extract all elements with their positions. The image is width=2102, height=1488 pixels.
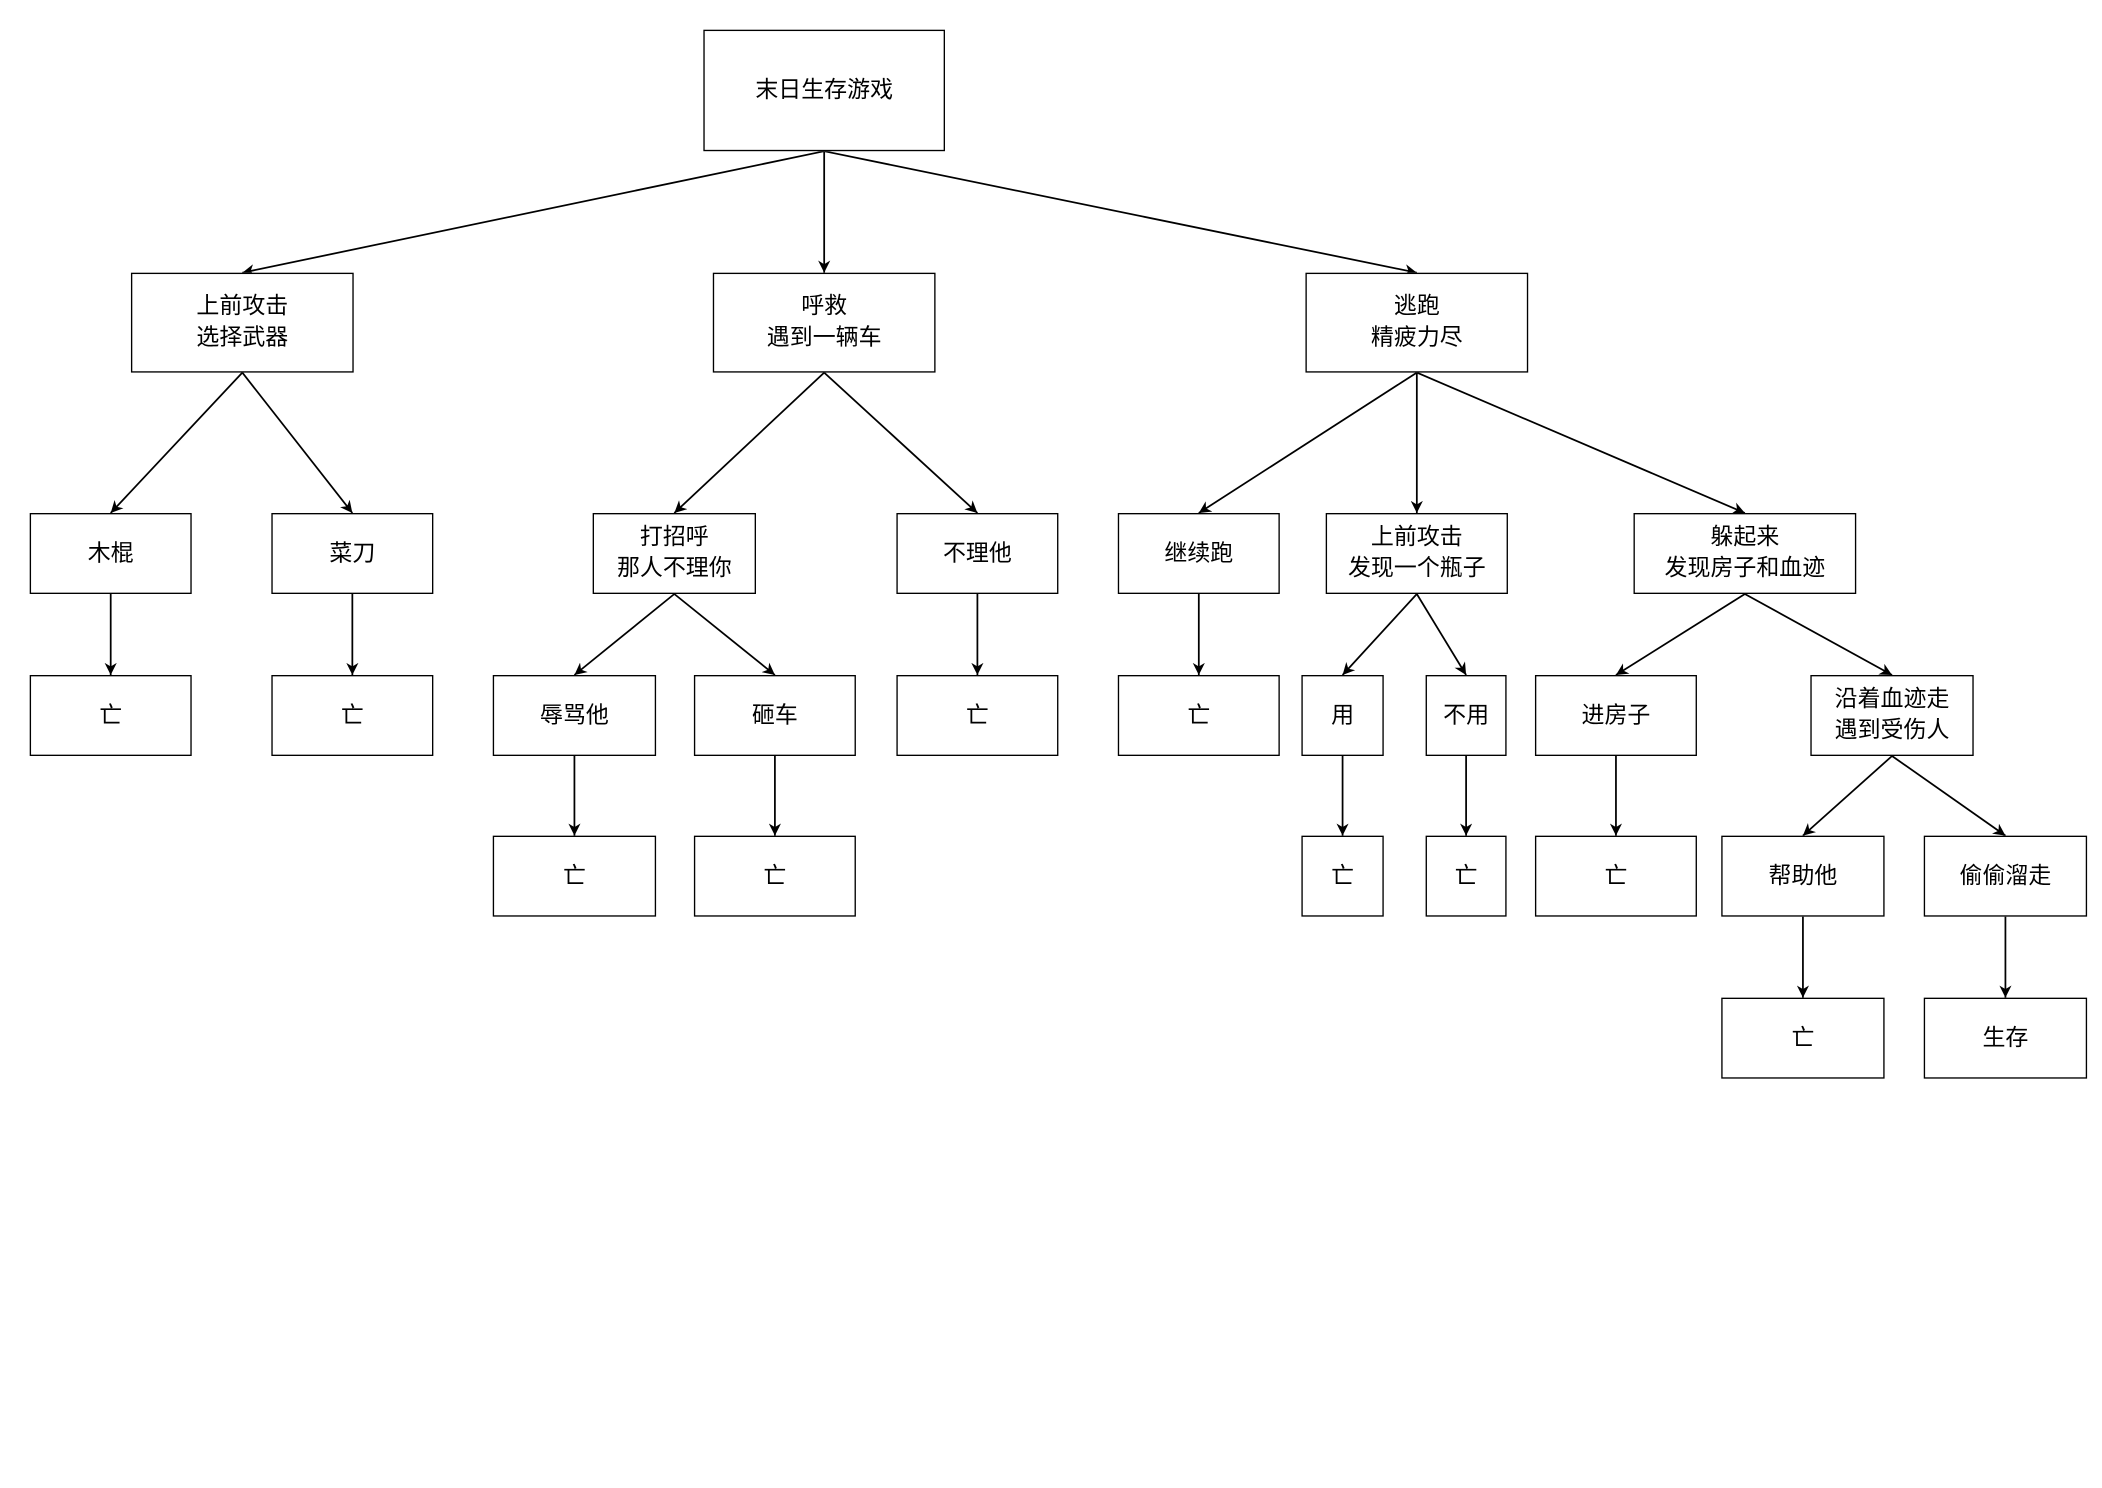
node-death: 亡 (492, 835, 657, 917)
edge-c3b-to-c3b2 (1891, 755, 2006, 837)
edge-c-to-c1 (1198, 371, 1418, 514)
node-death: 亡 (1721, 997, 1885, 1079)
node-death: 亡 (1301, 835, 1384, 917)
node-death: 亡 (896, 675, 1059, 756)
edge-c3-to-c3b (1744, 593, 1893, 676)
node-call-help-meet-car: 呼救 遇到一辆车 (712, 272, 936, 373)
node-use: 用 (1301, 675, 1384, 756)
node-attack-find-bottle: 上前攻击 发现一个瓶子 (1325, 513, 1508, 594)
node-survive: 生存 (1923, 997, 2088, 1079)
node-sneak-away: 偷偷溜走 (1923, 835, 2088, 917)
node-death: 亡 (1425, 835, 1507, 917)
node-death: 亡 (271, 675, 434, 756)
edge-b-to-b1 (673, 371, 825, 514)
node-kitchen-knife: 菜刀 (271, 513, 434, 594)
node-smash-car: 砸车 (693, 675, 856, 756)
edge-b1-to-b1b (673, 593, 776, 676)
node-death: 亡 (29, 675, 192, 756)
node-wooden-stick: 木棍 (29, 513, 192, 594)
node-attack-choose-weapon: 上前攻击 选择武器 (130, 272, 354, 373)
edge-root-to-c (823, 150, 1418, 277)
node-death: 亡 (1117, 675, 1280, 756)
edge-c3-to-c3a (1615, 593, 1746, 676)
node-keep-running: 继续跑 (1117, 513, 1280, 594)
edge-b1-to-b1a (573, 593, 675, 676)
edge-b-to-b2 (823, 371, 978, 514)
edge-c2-to-c2b (1416, 593, 1467, 676)
edge-c2-to-c2a (1341, 593, 1418, 676)
root-node: 末日生存游戏 (703, 29, 945, 152)
connectors (104, 150, 2012, 998)
node-follow-blood: 沿着血迹走 遇到受伤人 (1810, 675, 1974, 756)
node-insult-him: 辱骂他 (492, 675, 657, 756)
node-hide-find-house: 躲起来 发现房子和血迹 (1633, 513, 1857, 594)
edge-c-to-c3 (1416, 371, 1746, 514)
node-enter-house: 进房子 (1534, 675, 1697, 756)
edge-c3b-to-c3b1 (1802, 755, 1893, 837)
node-greet-ignored: 打招呼 那人不理你 (592, 513, 756, 594)
node-death: 亡 (1534, 835, 1697, 917)
node-help-him: 帮助他 (1721, 835, 1885, 917)
node-death: 亡 (693, 835, 856, 917)
node-not-use: 不用 (1425, 675, 1507, 756)
edge-root-to-a (242, 150, 825, 277)
edge-a-to-a2 (241, 372, 354, 514)
node-ignore-him: 不理他 (896, 513, 1059, 594)
edge-a-to-a1 (110, 371, 243, 514)
node-flee-exhausted: 逃跑 精疲力尽 (1305, 272, 1529, 373)
